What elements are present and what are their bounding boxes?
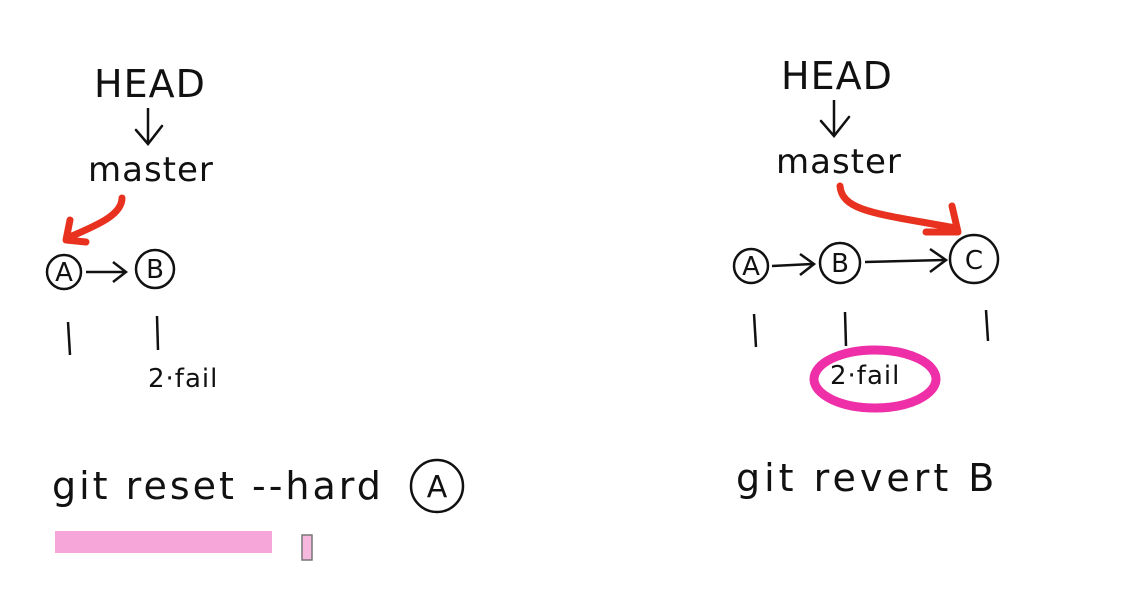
right-command-text: git revert B <box>736 456 999 500</box>
right-edge-b-c <box>864 247 949 273</box>
text-cursor <box>301 534 313 561</box>
left-master-pointer-arrow <box>68 194 126 240</box>
right-master-pointer-arrow <box>836 182 959 232</box>
left-node-b: B <box>134 248 176 290</box>
left-command-text: git reset --hard <box>52 464 384 508</box>
left-head-arrow <box>134 108 164 146</box>
left-edge-a-b <box>86 261 129 283</box>
right-node-c: C <box>948 233 1000 285</box>
left-tick-a <box>66 321 72 356</box>
left-node-b-label: B <box>146 255 164 285</box>
right-fail-highlight-circle <box>809 345 941 413</box>
left-fail-note: 2·fail <box>148 364 219 394</box>
right-node-c-label: C <box>965 246 983 276</box>
left-head-label: HEAD <box>94 62 206 106</box>
left-tick-b <box>155 315 160 351</box>
left-node-a-label: A <box>55 258 73 288</box>
right-tick-b <box>843 311 848 347</box>
right-node-a-label: A <box>742 252 760 282</box>
left-command-target-label: A <box>427 470 448 505</box>
left-command-underline <box>55 531 272 553</box>
right-master-pointer-arrowhead <box>922 202 962 236</box>
right-head-arrow <box>819 100 851 138</box>
right-head-label: HEAD <box>781 54 893 98</box>
left-node-a: A <box>45 253 83 291</box>
right-node-b: B <box>818 241 862 285</box>
right-edge-a-b <box>771 252 817 276</box>
right-tick-c <box>984 309 990 342</box>
left-command-target-circle <box>409 458 465 514</box>
right-branch-label: master <box>776 142 902 182</box>
left-branch-label: master <box>88 150 214 190</box>
right-fail-note: 2·fail <box>830 361 901 391</box>
right-node-a: A <box>732 247 770 285</box>
right-node-b-label: B <box>831 249 849 279</box>
right-tick-a <box>752 313 758 348</box>
left-master-pointer-arrowhead <box>62 216 90 246</box>
